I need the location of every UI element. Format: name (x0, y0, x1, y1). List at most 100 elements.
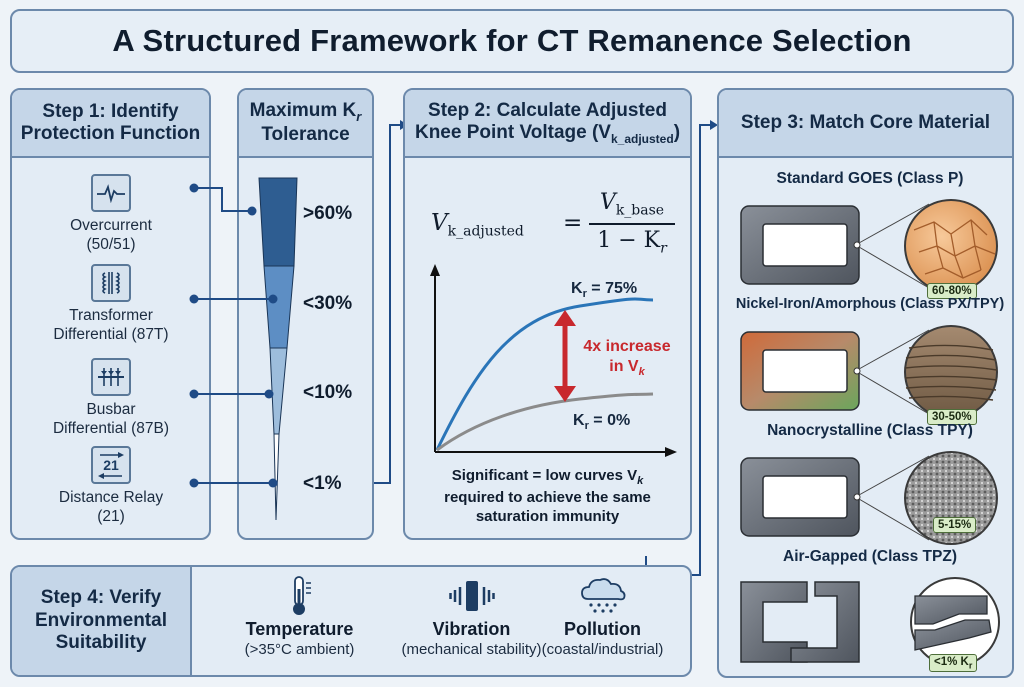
env-temperature: Temperature (>35°C ambient) (212, 575, 387, 658)
tolerance-heading-line1: Maximum Kr (250, 100, 362, 125)
zoom-line (858, 203, 930, 244)
tolerance-level-1: >60% (303, 203, 353, 224)
amorphous-layer-icon (904, 325, 998, 419)
increase-line1: 4x increase (583, 338, 671, 355)
env-desc: (>35°C ambient) (244, 641, 355, 658)
function-overcurrent: Overcurrent (50/51) (16, 174, 206, 255)
page-title: A Structured Framework for CT Remanence … (112, 23, 912, 58)
increase-line2: in Vk (577, 357, 677, 380)
step2-heading-line2: Knee Point Voltage (Vk_adjusted) (415, 122, 680, 147)
zoom-line (858, 498, 930, 541)
zoom-point (853, 367, 861, 375)
function-label: Busbar (86, 401, 136, 418)
curve-kr-0 (436, 392, 654, 452)
zoom-point (853, 493, 861, 501)
material-range-badge: <1% Kr (929, 654, 978, 673)
thermometer-icon (292, 576, 311, 615)
function-label: Distance Relay (58, 489, 164, 506)
caption-sub: k (637, 475, 644, 487)
core-window (762, 223, 848, 267)
tolerance-heading-main: Maximum K (249, 99, 357, 121)
distance-relay-icon-text: 21 (103, 456, 119, 473)
tolerance-wedge-segment-3 (269, 347, 288, 435)
material-nickel-graphic (740, 325, 998, 419)
connector-tolerance-to-step2 (374, 124, 400, 484)
material-airgap-graphic (740, 577, 1000, 667)
waveform-pulse-icon (91, 174, 131, 212)
formula-lhs-sub: k_adjusted (447, 223, 524, 240)
plot-y-axis-arrow (430, 264, 440, 276)
function-code: (21) (97, 508, 125, 526)
material-range-badge: 60-80% (927, 283, 977, 299)
plot-x-axis-arrow (665, 447, 677, 457)
caption-line1: Significant = low curves Vk (405, 467, 690, 489)
increase-sub: k (638, 366, 645, 379)
formula-num-var: V (599, 190, 616, 215)
material-title: Nanocrystalline (Class TPY) (767, 422, 973, 439)
curve-low-value: = 0% (588, 412, 631, 429)
curve-low-k: K (573, 412, 585, 429)
env-vibration: Vibration (mechanical stability) (384, 575, 559, 658)
step1-heading: Step 1: Identify Protection Function (12, 90, 209, 158)
formula-fraction-bar (589, 223, 675, 225)
title-banner: A Structured Framework for CT Remanence … (10, 9, 1014, 73)
zoom-line (858, 246, 930, 289)
step1-heading-text: Step 1: Identify Protection Function (20, 101, 201, 144)
env-name: Temperature (245, 619, 354, 639)
tolerance-heading: Maximum Kr Tolerance (239, 90, 372, 158)
knee-point-formula: Vk_adjusted = Vk_base 1 − Kr (431, 190, 675, 260)
core-window (762, 349, 848, 393)
formula-num-sub: k_base (615, 202, 665, 219)
step4-panel: Step 4: Verify Environmental Suitability… (10, 565, 692, 677)
function-code: Differential (87T) (53, 326, 169, 344)
step3-heading: Step 3: Match Core Material (719, 90, 1012, 158)
step4-heading-text: Step 4: Verify Environmental Suitability (35, 586, 167, 654)
step4-heading: Step 4: Verify Environmental Suitability (12, 567, 192, 675)
goes-grain-icon (904, 199, 998, 293)
env-desc: (coastal/industrial) (541, 641, 664, 658)
material-title: Standard GOES (Class P) (776, 170, 964, 187)
step3-panel: Step 3: Match Core Material Standard GOE… (717, 88, 1014, 678)
function-code: Differential (87B) (52, 420, 169, 438)
step2-heading-close: ) (673, 121, 681, 143)
material-range-text: <1% K (934, 656, 969, 668)
function-distance-relay: 21 Distance Relay (21) (16, 446, 206, 527)
material-range-sub: r (968, 660, 973, 671)
tolerance-wedge (258, 177, 298, 521)
increase-arrow-head-down (554, 386, 576, 402)
curve-kr-75 (435, 297, 654, 451)
step2-panel: Step 2: Calculate Adjusted Knee Point Vo… (403, 88, 692, 540)
curve-high-value: = 75% (586, 280, 638, 297)
gapped-core-right (790, 581, 860, 663)
increase-arrow-head-up (554, 310, 576, 326)
increase-label: 4x increase in Vk (577, 337, 677, 380)
tolerance-wedge-segment-1 (258, 177, 298, 267)
pollution-cloud-icon (580, 578, 625, 613)
air-gap-icon (910, 577, 1000, 667)
core-window (762, 475, 848, 519)
caption-line2: required to achieve the same (444, 488, 651, 506)
formula-equals: = (563, 210, 583, 236)
saturation-curve-plot (430, 264, 677, 457)
zoom-line (858, 372, 930, 415)
zoom-line (858, 455, 930, 496)
step2-heading-sub: k_adjusted (610, 131, 674, 146)
step2-heading: Step 2: Calculate Adjusted Knee Point Vo… (405, 90, 690, 158)
material-range-badge: 5-15% (933, 517, 977, 533)
busbar-icon (91, 358, 131, 396)
transformer-icon (91, 264, 131, 302)
step2-caption: Significant = low curves Vk required to … (405, 467, 690, 526)
formula-lhs-var: V (431, 210, 448, 236)
tolerance-heading-tail: Tolerance (261, 124, 350, 146)
tolerance-panel: Maximum Kr Tolerance >60% <30% <10% <1% (237, 88, 374, 540)
function-label: Overcurrent (70, 217, 152, 234)
curve-low-sub: r (584, 420, 589, 433)
zoom-line (858, 329, 930, 370)
distance-relay-icon: 21 (91, 446, 131, 484)
formula-denominator: 1 − Kr (589, 228, 675, 256)
material-goes-graphic (740, 199, 998, 293)
material-title: Nickel-Iron/Amorphous (Class PX/TPY) (735, 296, 1005, 312)
env-desc: (mechanical stability) (401, 641, 542, 658)
step3-heading-text: Step 3: Match Core Material (740, 112, 991, 134)
gapped-core-left (740, 581, 808, 663)
